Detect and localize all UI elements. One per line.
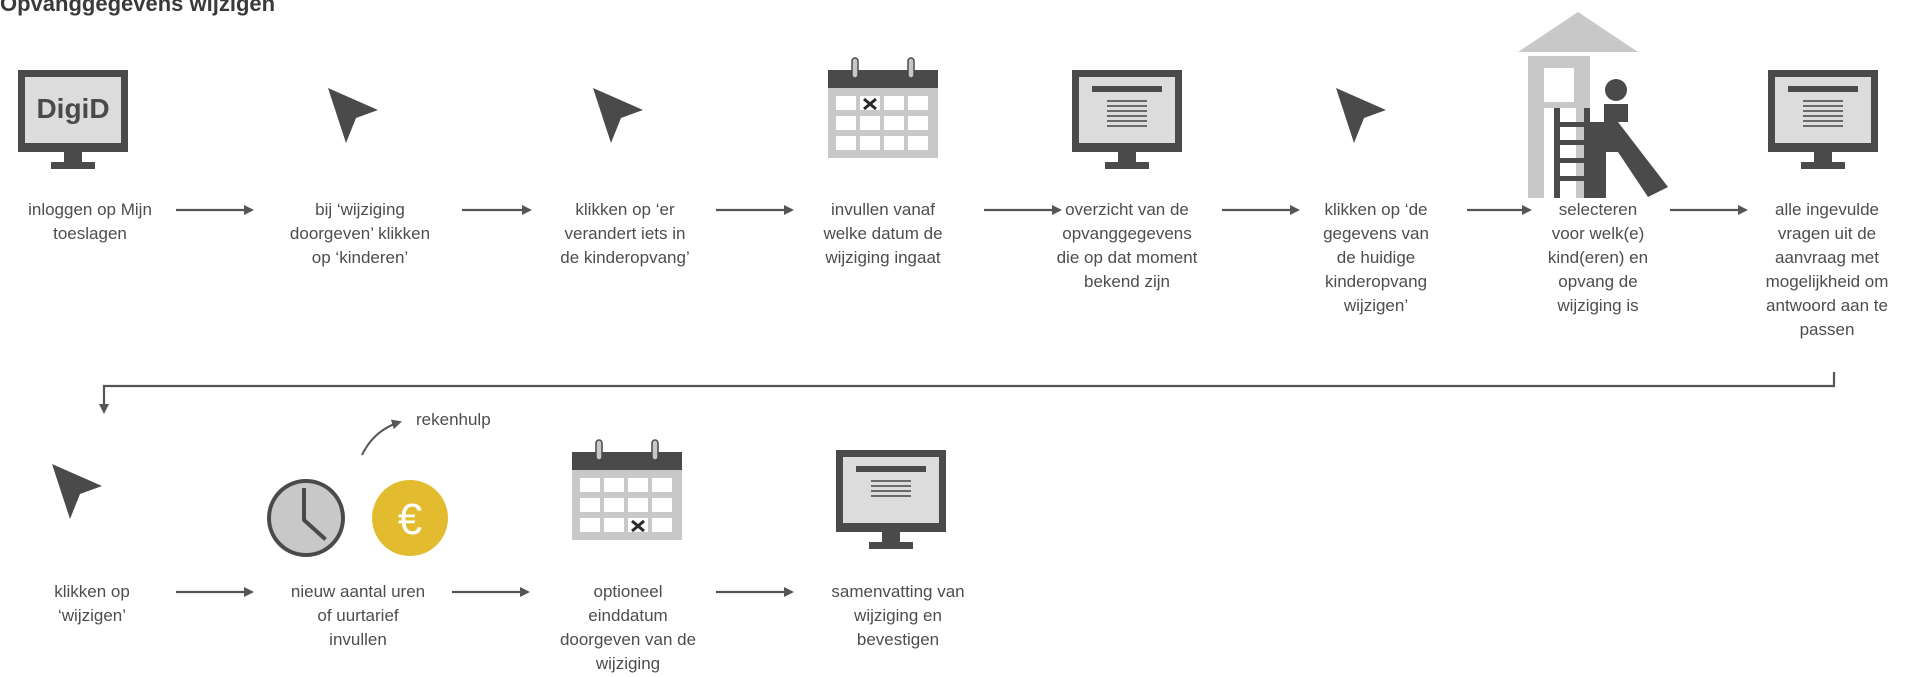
step-label: invullen vanaf welke datum de wijziging …: [823, 200, 943, 267]
step-label: alle ingevulde vragen uit de aanvraag me…: [1765, 200, 1889, 339]
monitor-overview-icon: [1072, 70, 1182, 169]
monitor-overview-icon: [1768, 70, 1878, 169]
cursor-icon: [52, 464, 102, 519]
euro-coin-icon: €: [372, 480, 448, 556]
step-label: klikken op ‘er verandert iets in de kind…: [560, 200, 690, 267]
step-label: bij ‘wijziging doorgeven’ klikken op ‘ki…: [289, 200, 431, 267]
step-label: inloggen op Mijn toeslagen: [28, 200, 152, 243]
playground-icon: [1518, 12, 1668, 198]
row-connector-arrow: [99, 372, 1836, 414]
cursor-icon: [593, 88, 643, 143]
step-label: nieuw aantal uren of uurtarief invullen: [290, 582, 426, 649]
step-label: klikken op ‘de gegevens van de huidige k…: [1323, 200, 1429, 315]
calendar-icon: [827, 57, 939, 159]
monitor-digid-icon: DigiD: [18, 70, 128, 169]
calendar-icon: [571, 439, 683, 541]
step-label: samenvatting van wijziging en bevestigen: [831, 582, 965, 649]
clock-icon: [267, 479, 345, 557]
currency-symbol: €: [398, 495, 422, 544]
monitor-overview-icon: [836, 450, 946, 549]
step-label: overzicht van de opvanggegevens die op d…: [1056, 200, 1198, 291]
step-label: selecteren voor welk(e) kind(eren) en op…: [1547, 200, 1649, 315]
digid-label: DigiD: [36, 93, 109, 124]
cursor-icon: [1336, 88, 1386, 143]
page-title: Opvanggegevens wijzigen: [0, 0, 276, 16]
step-label: optioneel einddatum doorgeven van de wij…: [559, 582, 697, 673]
side-note-rekenhulp: rekenhulp: [416, 410, 491, 429]
step-label: klikken op ‘wijzigen’: [54, 582, 130, 625]
cursor-icon: [328, 88, 378, 143]
side-note-arrow: [361, 419, 402, 456]
